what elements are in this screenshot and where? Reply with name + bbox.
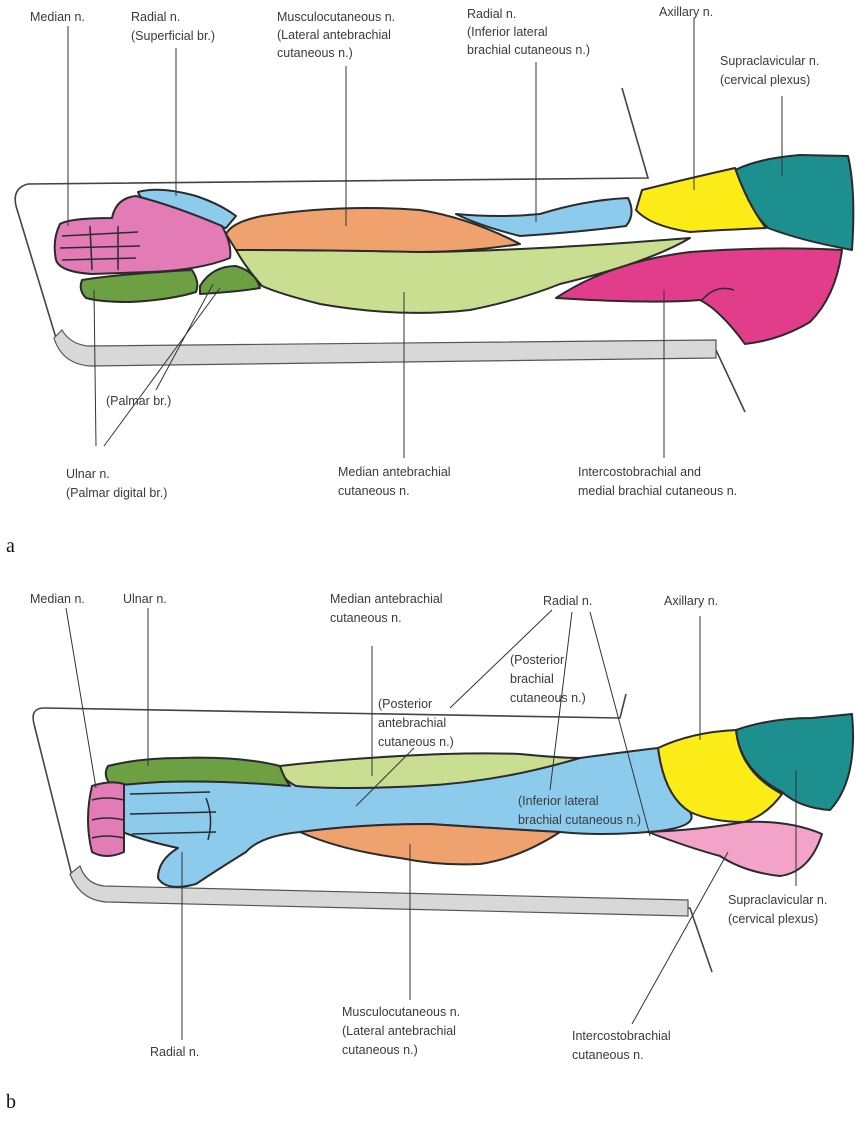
region-a-supraclavicular — [735, 155, 853, 250]
label-b-ulnar: Ulnar n. — [123, 592, 167, 606]
board-edge-a — [54, 330, 716, 366]
label-b-post-brach-2: brachial — [510, 672, 554, 686]
label-a-median-ante-1: Median antebrachial — [338, 465, 451, 479]
label-a-musculo-1: Musculocutaneous n. — [277, 10, 395, 24]
label-b-interco-2: cutaneous n. — [572, 1048, 644, 1062]
label-b-median: Median n. — [30, 592, 85, 606]
label-a-ulnar-2: (Palmar digital br.) — [66, 486, 167, 500]
label-b-supra-2: (cervical plexus) — [728, 912, 818, 926]
label-a-palmar: (Palmar br.) — [106, 394, 171, 408]
label-b-musculo-1: Musculocutaneous n. — [342, 1005, 460, 1019]
panel-letter-a: a — [6, 535, 15, 557]
label-b-musculo-2: (Lateral antebrachial — [342, 1024, 456, 1038]
label-a-musculo-2: (Lateral antebrachial — [277, 28, 391, 42]
label-b-radial-top: Radial n. — [543, 594, 592, 608]
label-b-post-ante-2: antebrachial — [378, 716, 446, 730]
region-b-ulnar — [106, 758, 290, 786]
label-a-supra-1: Supraclavicular n. — [720, 54, 819, 68]
label-b-musculo-3: cutaneous n.) — [342, 1043, 418, 1057]
label-a-radial-inf-1: Radial n. — [467, 7, 516, 21]
label-b-post-brach-1: (Posterior — [510, 653, 564, 667]
region-b-musculocutaneous — [300, 824, 560, 864]
panel-letter-b: b — [6, 1091, 16, 1113]
label-b-post-ante-3: cutaneous n.) — [378, 735, 454, 749]
label-a-interco-1: Intercostobrachial and — [578, 465, 701, 479]
label-a-radial-inf-3: brachial cutaneous n.) — [467, 43, 590, 57]
label-a-radial-sup-2: (Superficial br.) — [131, 29, 215, 43]
label-b-supra-1: Supraclavicular n. — [728, 893, 827, 907]
label-b-interco-1: Intercostobrachial — [572, 1029, 671, 1043]
label-a-axillary: Axillary n. — [659, 5, 713, 19]
label-a-supra-2: (cervical plexus) — [720, 73, 810, 87]
label-b-radial-bottom: Radial n. — [150, 1045, 199, 1059]
label-b-inf-lat-1: (Inferior lateral — [518, 794, 599, 808]
label-a-radial-sup-1: Radial n. — [131, 10, 180, 24]
label-b-post-brach-3: cutaneous n.) — [510, 691, 586, 705]
label-a-musculo-3: cutaneous n.) — [277, 46, 353, 60]
label-b-median-ante-1: Median antebrachial — [330, 592, 443, 606]
region-a-ulnar-hand — [81, 270, 198, 302]
label-a-interco-2: medial brachial cutaneous n. — [578, 484, 737, 498]
label-a-radial-inf-2: (Inferior lateral — [467, 25, 548, 39]
label-b-median-ante-2: cutaneous n. — [330, 611, 402, 625]
label-b-post-ante-1: (Posterior — [378, 697, 432, 711]
label-a-ulnar-1: Ulnar n. — [66, 467, 110, 481]
label-b-axillary: Axillary n. — [664, 594, 718, 608]
label-b-inf-lat-2: brachial cutaneous n.) — [518, 813, 641, 827]
label-a-median: Median n. — [30, 10, 85, 24]
label-a-median-ante-2: cutaneous n. — [338, 484, 410, 498]
panel-a — [15, 88, 853, 412]
